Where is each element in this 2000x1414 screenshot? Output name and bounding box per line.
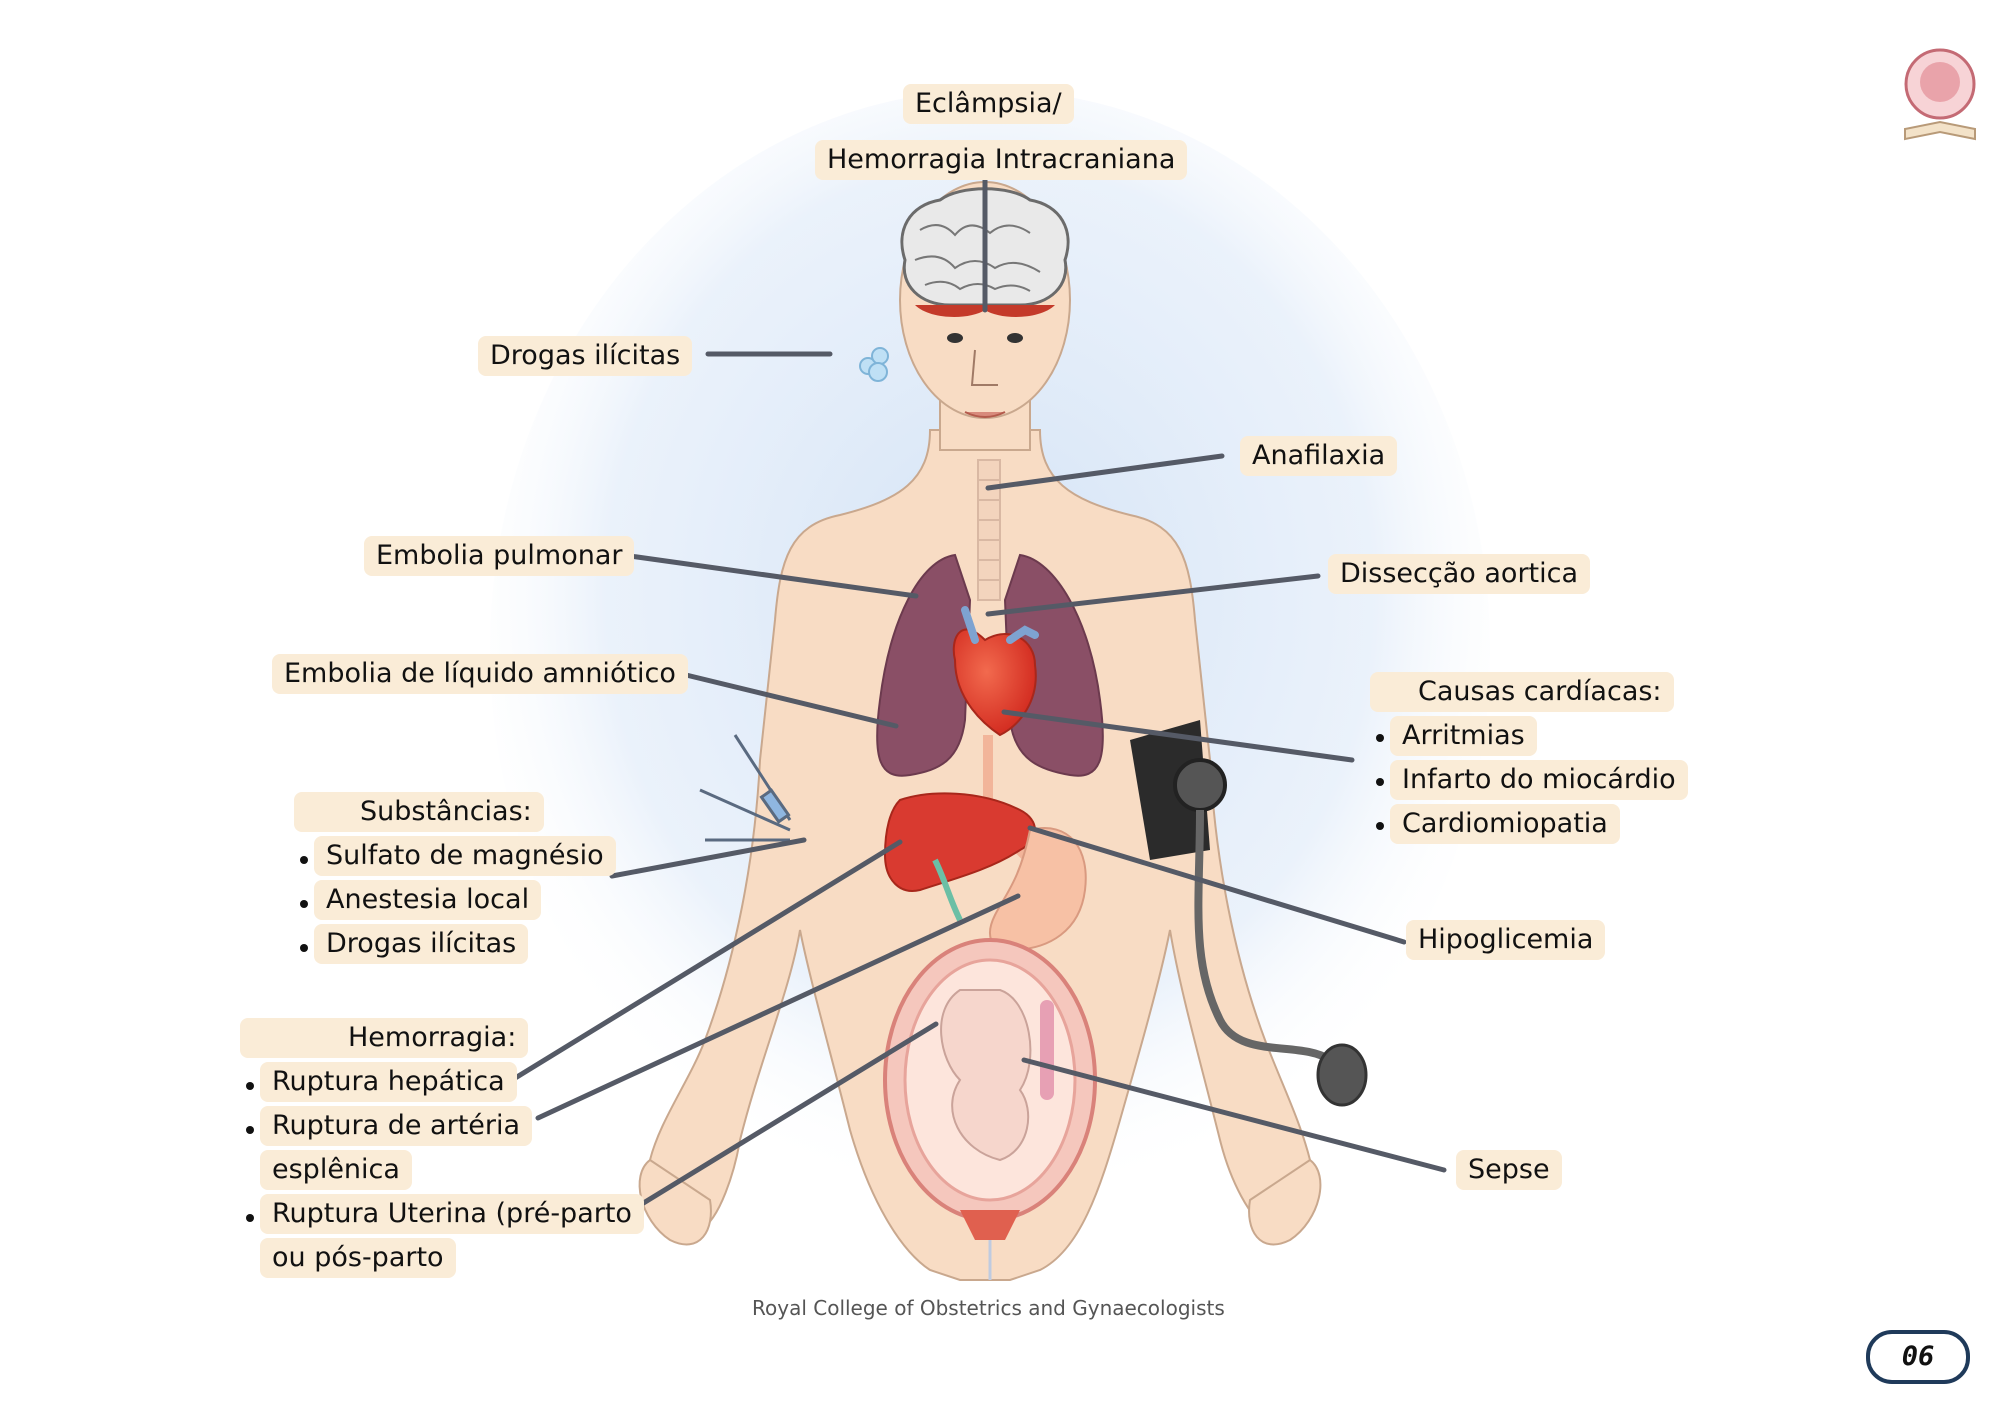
- logo-icon: [1904, 48, 1976, 141]
- bullet: [1376, 734, 1384, 742]
- leader-lines: [509, 177, 1447, 1213]
- blood-pressure-monitor: [1130, 720, 1368, 1107]
- hemorragia-item: Ruptura hepática: [260, 1062, 517, 1102]
- leader-disseccao-aortica: [985, 573, 1321, 617]
- leader-anafilaxia: [985, 453, 1225, 491]
- page-number: 06: [1866, 1330, 1970, 1384]
- leader-ruptura-hepatica: [509, 839, 903, 1083]
- causas-cardiacas-item: Arritmias: [1390, 716, 1537, 756]
- pills-icon: [859, 347, 889, 382]
- heart: [952, 606, 1039, 737]
- bullet: [246, 1214, 254, 1222]
- substancias-item: Sulfato de magnésio: [314, 836, 616, 876]
- causas-cardiacas-item: Cardiomiopatia: [1390, 804, 1620, 844]
- label-drogas-ilicitas: Drogas ilícitas: [478, 336, 693, 376]
- causas-cardiacas-title: Causas cardíacas:: [1370, 672, 1674, 712]
- leader-sepse: [1021, 1057, 1447, 1173]
- bullet: [246, 1082, 254, 1090]
- hemorragia-title: Hemorragia:: [240, 1018, 529, 1058]
- substancias-item: Anestesia local: [314, 880, 542, 920]
- hemorragia-item: Ruptura Uterina (pré-parto: [260, 1194, 644, 1234]
- label-anafilaxia: Anafilaxia: [1240, 436, 1398, 476]
- label-hipoglicemia: Hipoglicemia: [1406, 920, 1606, 960]
- bullet: [300, 856, 308, 864]
- hemorragia-item: Ruptura de artéria: [260, 1106, 533, 1146]
- substancias-title: Substâncias:: [294, 792, 544, 832]
- bullet: [246, 1126, 254, 1134]
- label-hemorragia-intracraniana: Hemorragia Intracraniana: [815, 140, 1188, 180]
- bullet: [300, 900, 308, 908]
- causas-cardiacas-item: Infarto do miocárdio: [1390, 760, 1688, 800]
- bullet: [300, 944, 308, 952]
- label-embolia-liquido-amniotico: Embolia de líquido amniótico: [272, 654, 688, 694]
- substancias-item: Drogas ilícitas: [314, 924, 529, 964]
- label-disseccao-aortica: Dissecção aortica: [1328, 554, 1591, 594]
- leader-causas-cardiacas: [1001, 709, 1355, 763]
- leader-substancias: [609, 837, 807, 879]
- face: [947, 333, 1023, 418]
- leader-ruptura-uterina: [629, 1021, 939, 1213]
- bullet: [1376, 778, 1384, 786]
- leader-ruptura-arteria-esplenica: [535, 893, 1021, 1121]
- label-eclampsia: Eclâmpsia/: [903, 84, 1074, 124]
- trachea: [977, 459, 1001, 601]
- leader-hipoglicemia: [1027, 825, 1407, 945]
- hemorragia-item-continued: ou pós-parto: [260, 1238, 456, 1278]
- label-sepse: Sepse: [1456, 1150, 1562, 1190]
- source-caption: Royal College of Obstetrics and Gynaecol…: [752, 1296, 1225, 1320]
- leader-embolia-pulmonar: [627, 553, 919, 599]
- hands: [638, 1158, 1322, 1246]
- bullet: [1376, 822, 1384, 830]
- uterus-with-fetus: [883, 938, 1097, 1280]
- hemorragia-item-continued: esplênica: [260, 1150, 412, 1190]
- digestive-organs: [883, 735, 1087, 952]
- leader-embolia-liquido-amniotico: [679, 671, 899, 729]
- label-embolia-pulmonar: Embolia pulmonar: [364, 536, 635, 576]
- syringes-icon: [699, 734, 792, 842]
